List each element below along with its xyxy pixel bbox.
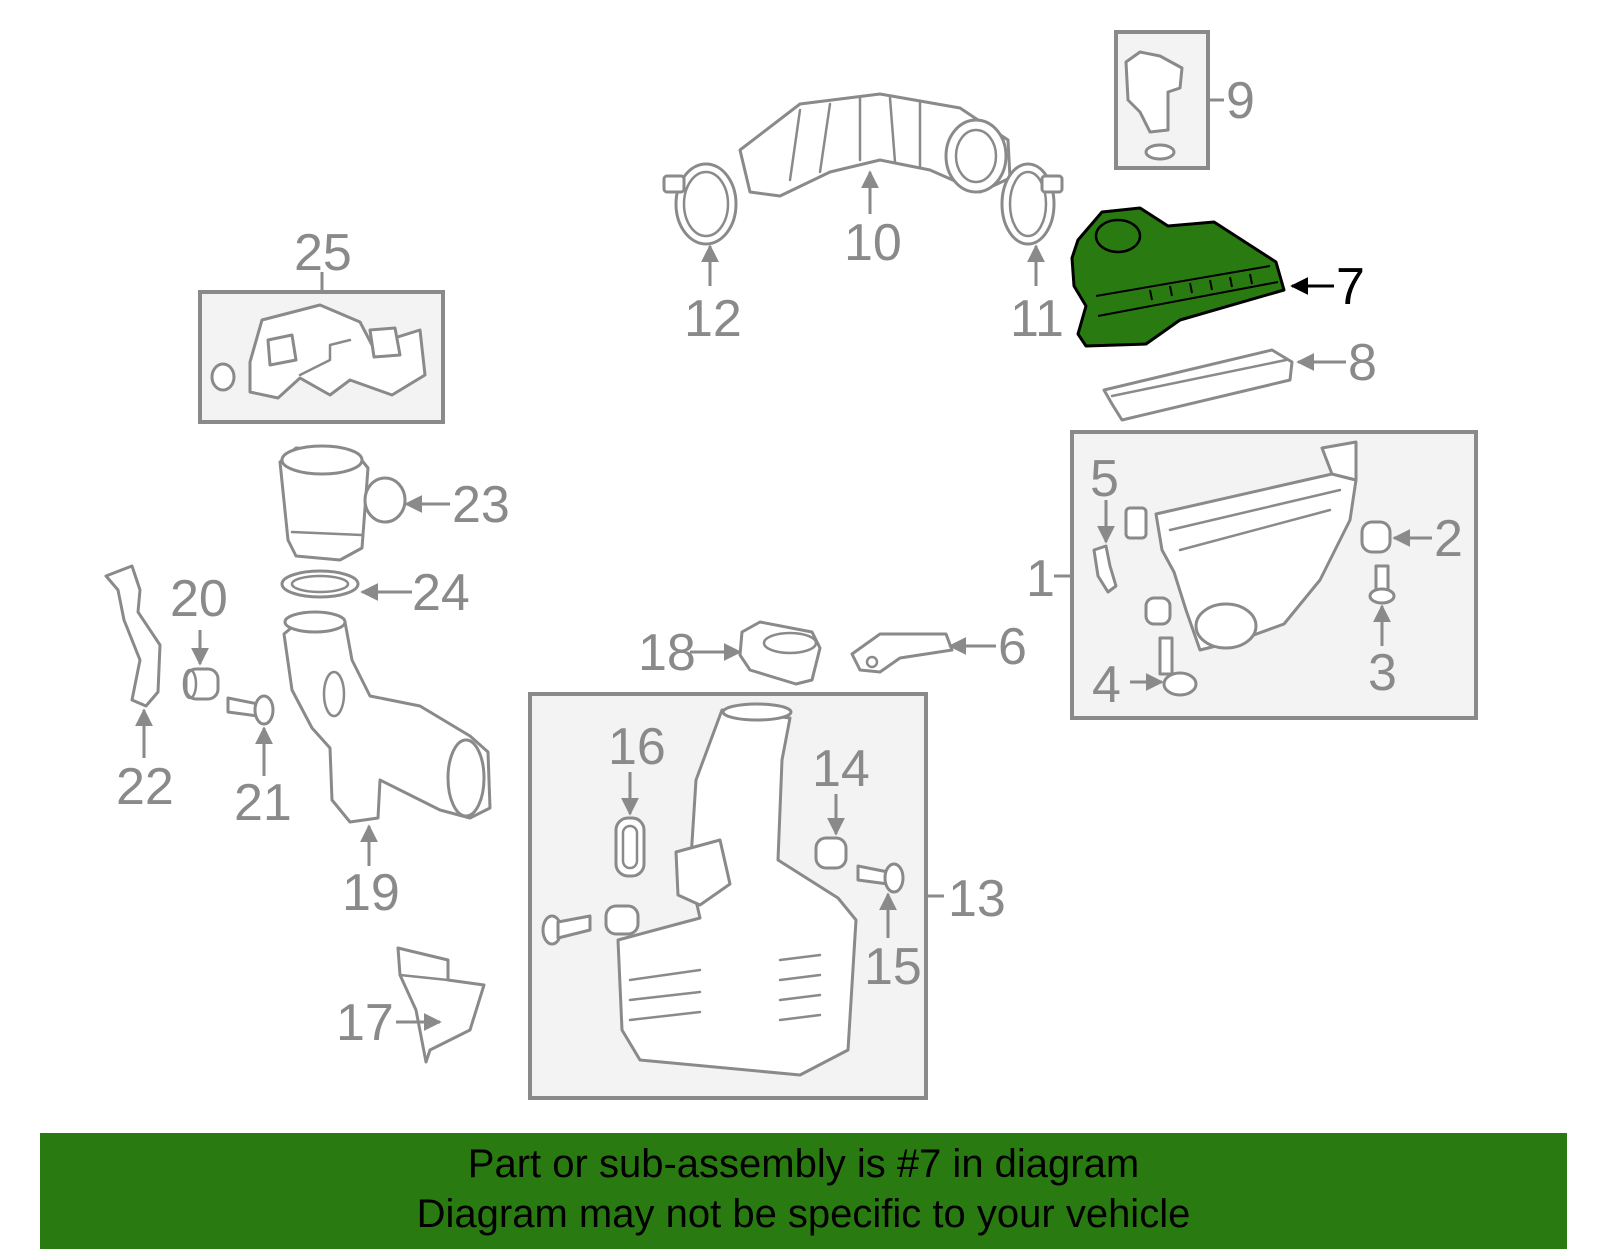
- part-9-sensor[interactable]: [1124, 50, 1184, 161]
- part-13-air-box[interactable]: [616, 702, 858, 1077]
- part-8-filter[interactable]: [1102, 348, 1294, 422]
- part-23-duct[interactable]: [278, 444, 407, 562]
- part-3-bolt[interactable]: [1368, 564, 1396, 605]
- callout-15[interactable]: 15: [864, 938, 922, 996]
- callout-6[interactable]: 6: [998, 618, 1027, 676]
- callout-5[interactable]: 5: [1090, 450, 1119, 508]
- callout-2[interactable]: 2: [1434, 510, 1463, 568]
- callout-labels: 25 23 24 19 20 21 22 17 18 6 16 14 15 13…: [116, 72, 1463, 1052]
- callout-17[interactable]: 17: [336, 994, 394, 1052]
- leader-lines: [135, 98, 1432, 1031]
- callout-12[interactable]: 12: [684, 290, 742, 348]
- part-6-bracket[interactable]: [850, 632, 954, 674]
- part-12-clamp[interactable]: [662, 162, 738, 246]
- part-18-boot[interactable]: [738, 620, 822, 686]
- callout-20[interactable]: 20: [170, 570, 228, 628]
- callout-14[interactable]: 14: [812, 740, 870, 798]
- callout-10[interactable]: 10: [844, 214, 902, 272]
- part-2-grommet[interactable]: [1360, 520, 1392, 554]
- part-5-clip[interactable]: [1092, 506, 1172, 626]
- part-15-bolt[interactable]: [856, 862, 905, 894]
- callout-25[interactable]: 25: [294, 224, 352, 282]
- callout-19[interactable]: 19: [342, 864, 400, 922]
- callout-16[interactable]: 16: [608, 718, 666, 776]
- callout-21[interactable]: 21: [234, 774, 292, 832]
- part-4-grommet[interactable]: [1158, 636, 1198, 697]
- part-14-grommet[interactable]: [814, 836, 848, 870]
- callout-4[interactable]: 4: [1092, 656, 1121, 714]
- callout-1[interactable]: 1: [1026, 550, 1055, 608]
- callout-22[interactable]: 22: [116, 758, 174, 816]
- part-13-bolt-left[interactable]: [541, 904, 640, 946]
- callout-7[interactable]: 7: [1336, 258, 1365, 316]
- callout-24[interactable]: 24: [412, 564, 470, 622]
- info-banner: Part or sub-assembly is #7 in diagram Di…: [40, 1133, 1567, 1249]
- part-25-bracket[interactable]: [210, 303, 427, 400]
- callout-9[interactable]: 9: [1226, 72, 1255, 130]
- part-1-air-box[interactable]: [1154, 440, 1358, 652]
- part-22-stay[interactable]: [104, 564, 162, 708]
- part-19-intake-duct[interactable]: [282, 610, 492, 824]
- part-24-seal[interactable]: [280, 569, 360, 599]
- callout-11[interactable]: 11: [1010, 290, 1064, 348]
- callout-13[interactable]: 13: [948, 870, 1006, 928]
- banner-line-1: Part or sub-assembly is #7 in diagram: [467, 1142, 1140, 1186]
- part-21-bolt[interactable]: [226, 694, 275, 726]
- part-16-seal[interactable]: [614, 816, 646, 878]
- callout-8[interactable]: 8: [1348, 334, 1377, 392]
- callout-3[interactable]: 3: [1368, 644, 1397, 702]
- part-10-hose[interactable]: [738, 92, 1012, 198]
- callout-18[interactable]: 18: [638, 624, 696, 682]
- part-11-clamp[interactable]: [1000, 162, 1064, 246]
- part-20-grommet[interactable]: [182, 667, 220, 701]
- banner-line-2: Diagram may not be specific to your vehi…: [416, 1192, 1191, 1236]
- part-7-air-cleaner-cover[interactable]: [1070, 206, 1286, 348]
- callout-23[interactable]: 23: [452, 476, 510, 534]
- part-17-bracket[interactable]: [396, 946, 486, 1064]
